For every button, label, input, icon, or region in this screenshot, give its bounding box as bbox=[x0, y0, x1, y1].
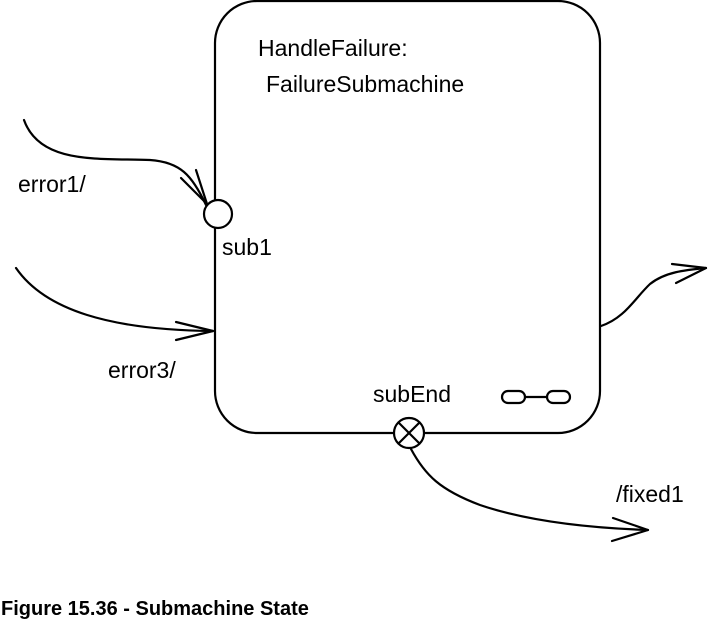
transition-fixed1-line bbox=[409, 447, 650, 532]
transition-fixed1 bbox=[409, 447, 650, 543]
entry-point-icon bbox=[202, 198, 234, 230]
figure-caption: Figure 15.36 - Submachine State bbox=[1, 598, 309, 620]
transition-error3 bbox=[14, 266, 215, 342]
transition-error3-label: error3/ bbox=[108, 357, 176, 383]
transition-fixed1-arrowhead bbox=[610, 516, 650, 543]
state-name-line1: HandleFailure: bbox=[258, 35, 408, 61]
state-name-line2: FailureSubmachine bbox=[266, 71, 464, 97]
exit-point-icon bbox=[392, 416, 426, 450]
transition-error1-line bbox=[22, 118, 208, 207]
transition-fixed1-label: /fixed1 bbox=[616, 481, 684, 507]
exit-point-label: subEnd bbox=[373, 381, 451, 407]
transition-error3-arrowhead bbox=[174, 320, 215, 342]
transition-error1-label: error1/ bbox=[18, 171, 86, 197]
transition-outgoing-right-arrowhead bbox=[670, 262, 708, 285]
transition-outgoing-right bbox=[599, 262, 708, 328]
transition-error1-arrowhead bbox=[179, 168, 209, 206]
transition-error3-line bbox=[14, 266, 215, 333]
entry-point-label: sub1 bbox=[222, 234, 272, 260]
composite-state-icon bbox=[500, 389, 572, 405]
submachine-state-box bbox=[213, 0, 602, 435]
transition-outgoing-right-line bbox=[599, 266, 708, 328]
